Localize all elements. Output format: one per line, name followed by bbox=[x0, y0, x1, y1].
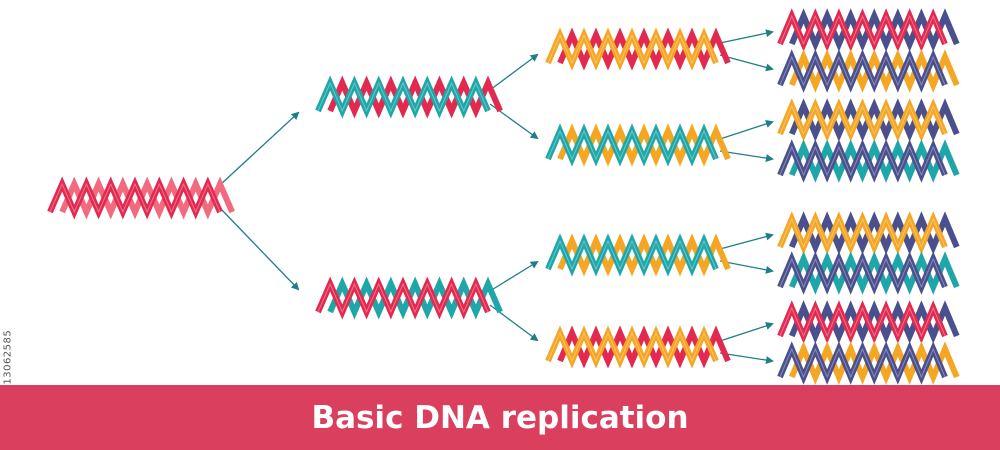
strand-b bbox=[327, 75, 503, 119]
dna-helix-round-3-4 bbox=[777, 211, 960, 255]
dna-helix-round-3-3 bbox=[777, 139, 960, 183]
dna-helix-round-3-5 bbox=[777, 251, 960, 295]
strand-a bbox=[315, 75, 491, 119]
dna-helix-round-1-1 bbox=[315, 276, 503, 320]
strand-a bbox=[777, 49, 948, 93]
arrow-parent-to-r1-bottom bbox=[219, 207, 300, 291]
strand-a bbox=[777, 341, 948, 385]
strand-a bbox=[777, 211, 948, 255]
strand-b bbox=[557, 325, 731, 369]
strand-b bbox=[789, 49, 960, 93]
stock-id-label: 513062585 bbox=[2, 329, 14, 392]
strand-a bbox=[777, 251, 948, 295]
strand-a bbox=[777, 300, 948, 344]
strand-b bbox=[59, 176, 235, 220]
title-banner: Basic DNA replication bbox=[0, 385, 1000, 450]
arrow-r2-1-down bbox=[719, 150, 774, 163]
strand-highlight bbox=[547, 239, 717, 271]
dna-helix-round-3-2 bbox=[777, 98, 960, 142]
strand-highlight bbox=[779, 104, 946, 136]
dna-helix-round-3-0 bbox=[777, 8, 960, 52]
arrow-r2-0-up bbox=[719, 29, 774, 44]
dna-helix-round-2-3 bbox=[545, 325, 731, 369]
strand-a bbox=[545, 233, 719, 277]
strand-a bbox=[777, 8, 948, 52]
strand-highlight bbox=[779, 55, 946, 87]
strand-b bbox=[789, 251, 960, 295]
strand-b bbox=[557, 123, 731, 167]
strand-highlight bbox=[547, 33, 717, 65]
dna-helix-round-3-6 bbox=[777, 300, 960, 344]
strand-highlight bbox=[317, 81, 489, 113]
strand-highlight bbox=[49, 182, 221, 214]
strand-highlight bbox=[779, 257, 946, 289]
arrow-r1b-to-r2c bbox=[489, 260, 539, 292]
strand-a bbox=[47, 176, 223, 220]
dna-helix-round-2-2 bbox=[545, 233, 731, 277]
arrow-r2-1-up bbox=[719, 120, 774, 140]
arrow-r1a-to-r2a bbox=[489, 53, 539, 91]
strand-b bbox=[557, 27, 731, 71]
strand-b bbox=[557, 233, 731, 277]
strand-b bbox=[789, 300, 960, 344]
strand-highlight bbox=[779, 347, 946, 379]
strand-highlight bbox=[317, 282, 489, 314]
arrow-r2-2-up bbox=[719, 232, 774, 250]
dna-helix-round-3-1 bbox=[777, 49, 960, 93]
strand-highlight bbox=[547, 129, 717, 161]
dna-helix-parent-0 bbox=[47, 176, 235, 220]
arrow-parent-to-r1-top bbox=[219, 111, 300, 186]
arrow-r2-3-down bbox=[719, 352, 774, 365]
strand-b bbox=[789, 8, 960, 52]
strand-highlight bbox=[779, 306, 946, 338]
strand-a bbox=[545, 325, 719, 369]
strand-highlight bbox=[779, 145, 946, 177]
strand-a bbox=[315, 276, 491, 320]
strand-highlight bbox=[779, 14, 946, 46]
strand-highlight bbox=[547, 331, 717, 363]
strand-b bbox=[327, 276, 503, 320]
strand-a bbox=[545, 27, 719, 71]
dna-helix-round-1-0 bbox=[315, 75, 503, 119]
diagram-title: Basic DNA replication bbox=[311, 399, 689, 436]
strand-b bbox=[789, 139, 960, 183]
strand-b bbox=[789, 98, 960, 142]
strand-b bbox=[789, 211, 960, 255]
strand-a bbox=[777, 139, 948, 183]
strand-b bbox=[789, 341, 960, 385]
dna-helix-round-2-1 bbox=[545, 123, 731, 167]
strand-highlight bbox=[779, 217, 946, 249]
strand-a bbox=[545, 123, 719, 167]
strand-a bbox=[777, 98, 948, 142]
arrow-r2-3-up bbox=[719, 322, 774, 342]
arrow-r2-2-down bbox=[719, 260, 774, 274]
dna-helix-round-3-7 bbox=[777, 341, 960, 385]
dna-replication-diagram bbox=[47, 8, 960, 385]
dna-helix-round-2-0 bbox=[545, 27, 731, 71]
